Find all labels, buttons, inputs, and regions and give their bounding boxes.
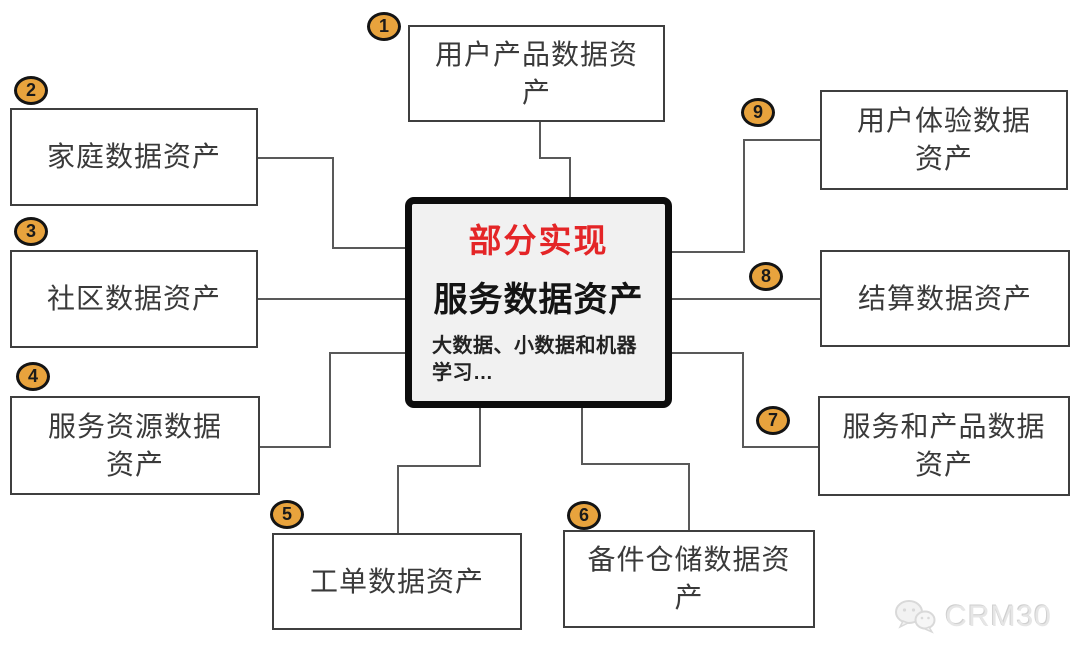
node-box-service-and-product-data: 服务和产品数据资产 bbox=[818, 396, 1070, 496]
connector-4 bbox=[260, 352, 407, 448]
watermark-text: CRM30 bbox=[945, 600, 1052, 633]
badge-4: 4 bbox=[16, 362, 50, 391]
node-label: 工单数据资产 bbox=[309, 565, 484, 597]
node-label: 备件仓储数据资产 bbox=[587, 544, 791, 613]
connector-2 bbox=[258, 157, 407, 249]
node-box-settlement-data: 结算数据资产 bbox=[820, 250, 1070, 347]
node-box-user-experience-data: 用户体验数据资产 bbox=[820, 90, 1068, 190]
node-box-user-product-data: 用户产品数据资产 bbox=[408, 25, 665, 122]
node-box-community-data: 社区数据资产 bbox=[10, 250, 258, 348]
badge-9: 9 bbox=[741, 98, 775, 127]
node-label: 服务资源数据资产 bbox=[47, 410, 222, 480]
node-box-service-resource-data: 服务资源数据资产 bbox=[10, 396, 260, 495]
node-label: 服务和产品数据资产 bbox=[842, 411, 1046, 480]
badge-2: 2 bbox=[14, 76, 48, 105]
connector-7 bbox=[670, 352, 818, 448]
connector-5 bbox=[397, 408, 481, 533]
wechat-icon bbox=[893, 599, 937, 635]
badge-5: 5 bbox=[270, 500, 304, 529]
center-status-label: 部分实现 bbox=[468, 222, 609, 259]
badge-7: 7 bbox=[756, 406, 790, 435]
center-title: 服务数据资产 bbox=[433, 281, 644, 319]
node-label: 社区数据资产 bbox=[46, 283, 221, 315]
node-box-family-data: 家庭数据资产 bbox=[10, 108, 258, 206]
badge-8: 8 bbox=[749, 262, 783, 291]
connector-9 bbox=[670, 139, 820, 253]
node-label: 家庭数据资产 bbox=[46, 141, 221, 173]
badge-3: 3 bbox=[14, 217, 48, 246]
center-subtitle: 大数据、小数据和机器学习… bbox=[432, 335, 637, 384]
node-box-spare-parts-warehouse-data: 备件仓储数据资产 bbox=[563, 530, 815, 628]
connector-1 bbox=[539, 122, 571, 199]
badge-1: 1 bbox=[367, 12, 401, 41]
badge-6: 6 bbox=[567, 501, 601, 530]
node-label: 用户产品数据资产 bbox=[434, 38, 638, 108]
node-box-work-order-data: 工单数据资产 bbox=[272, 533, 522, 630]
node-label: 结算数据资产 bbox=[857, 282, 1032, 314]
connector-6 bbox=[581, 408, 690, 530]
node-label: 用户体验数据资产 bbox=[856, 105, 1031, 174]
center-node-service-data-assets: 部分实现 服务数据资产 大数据、小数据和机器学习… bbox=[405, 197, 672, 408]
watermark: CRM30 bbox=[893, 599, 1052, 635]
